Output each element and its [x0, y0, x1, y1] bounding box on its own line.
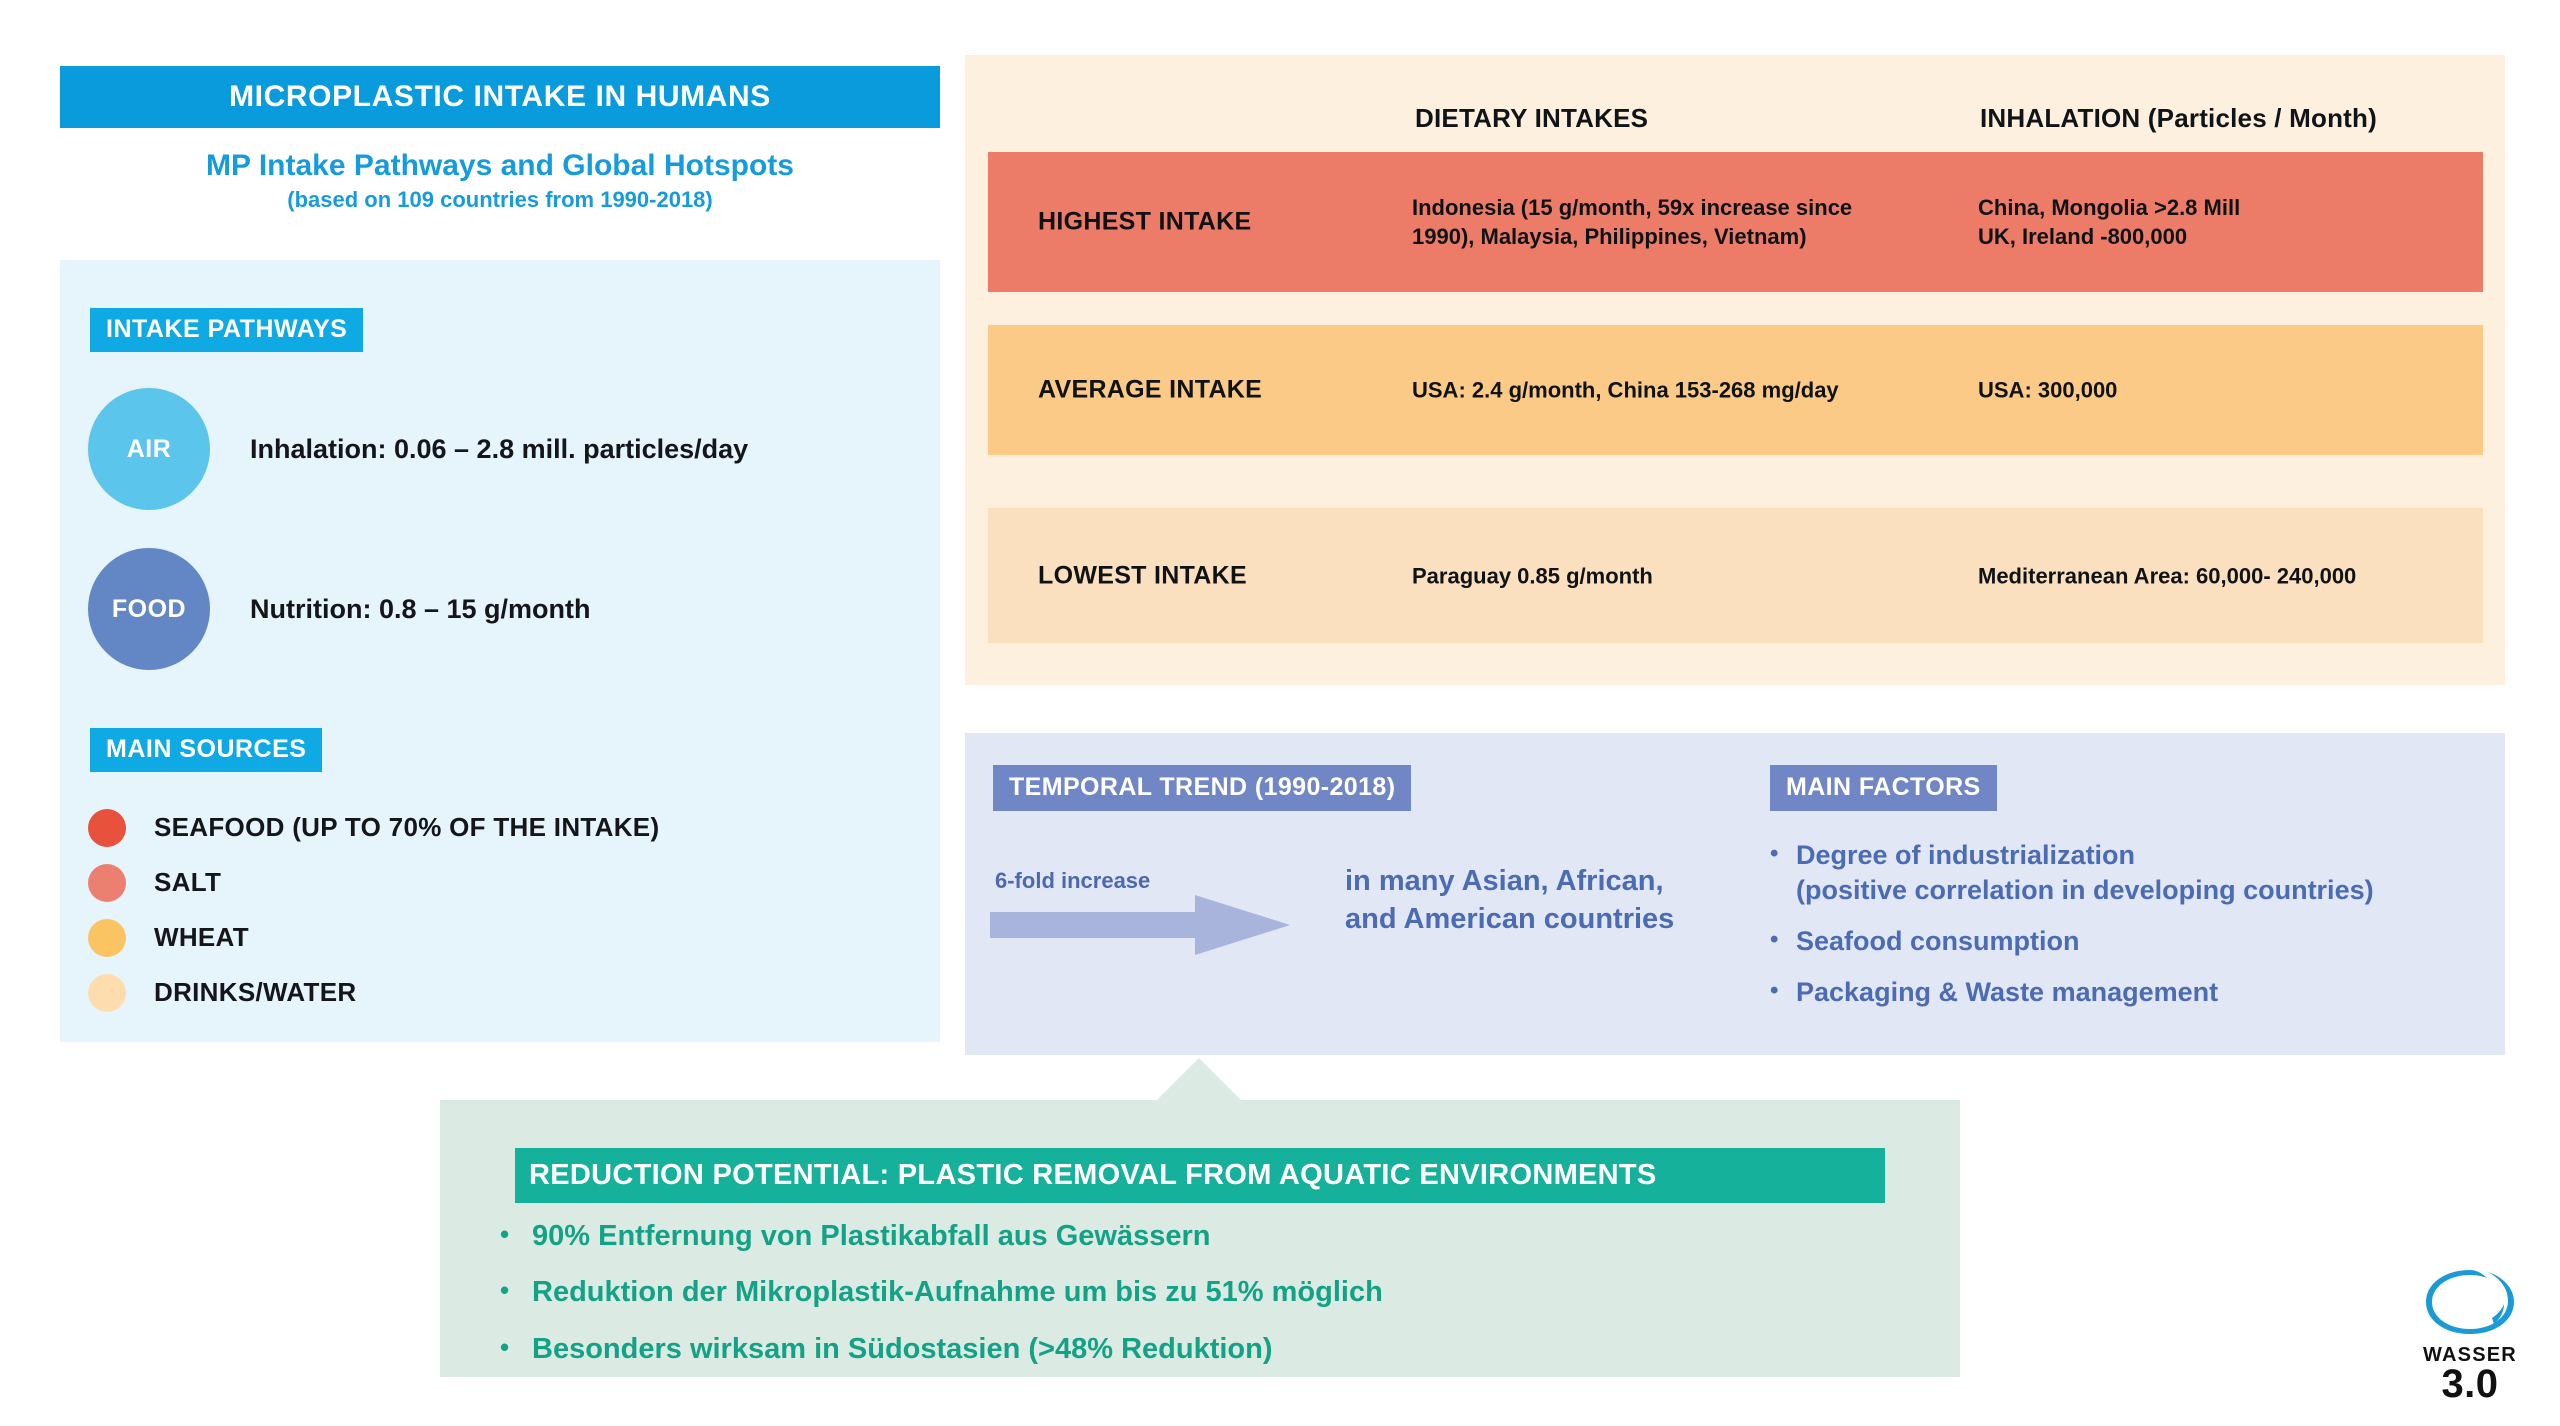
- source-label: SALT: [154, 867, 222, 897]
- factor-text: Seafood consumption: [1796, 926, 2080, 957]
- pathway-air: AIR Inhalation: 0.06 – 2.8 mill. particl…: [88, 388, 748, 510]
- pathway-air-text: Inhalation: 0.06 – 2.8 mill. particles/d…: [250, 433, 749, 464]
- source-label: DRINKS/WATER: [154, 977, 357, 1007]
- reduction-list: • 90% Entfernung von Plastikabfall aus G…: [500, 1218, 1900, 1387]
- list-item: • Seafood consumption: [1770, 924, 2490, 959]
- table-row: AVERAGE INTAKE USA: 2.4 g/month, China 1…: [988, 325, 2483, 455]
- source-label: SEAFOOD (UP TO 70% OF THE INTAKE): [154, 812, 660, 842]
- row-inhalation-value: China, Mongolia >2.8 Mill UK, Ireland -8…: [1978, 194, 2241, 249]
- list-item: SALT: [88, 855, 659, 910]
- trend-result-text: in many Asian, African, and American cou…: [1345, 865, 1675, 936]
- table-row: HIGHEST INTAKE Indonesia (15 g/month, 59…: [988, 152, 2483, 292]
- row-label: AVERAGE INTAKE: [1038, 375, 1263, 404]
- list-item: • Besonders wirksam in Südostasien (>48%…: [500, 1331, 1900, 1367]
- intake-pathways-tag: INTAKE PATHWAYS: [90, 308, 364, 352]
- row-dietary-value: USA: 2.4 g/month, China 153-268 mg/day: [1412, 377, 1839, 403]
- subtitle-note: (based on 109 countries from 1990-2018): [287, 187, 713, 213]
- logo-version: 3.0: [2441, 1362, 2499, 1406]
- pathway-food-text: Nutrition: 0.8 – 15 g/month: [250, 593, 591, 624]
- source-dot-icon: [88, 863, 126, 902]
- left-panel: [60, 260, 940, 1042]
- logo-wordmark: WASSER: [2423, 1344, 2517, 1366]
- list-item: • Packaging & Waste management: [1770, 975, 2490, 1010]
- main-factors-list: • Degree of industrialization (positive …: [1770, 838, 2490, 1026]
- reduction-text: Besonders wirksam in Südostasien (>48% R…: [532, 1332, 1273, 1365]
- bullet-icon: •: [1770, 926, 1779, 954]
- list-item: • 90% Entfernung von Plastikabfall aus G…: [500, 1218, 1900, 1254]
- source-dot-icon: [88, 918, 126, 957]
- reduction-heading: REDUCTION POTENTIAL: PLASTIC REMOVAL FRO…: [515, 1148, 1885, 1203]
- page-title: MICROPLASTIC INTAKE IN HUMANS: [60, 66, 940, 128]
- temporal-trend-tag: TEMPORAL TREND (1990-2018): [993, 765, 1412, 811]
- bullet-icon: •: [500, 1275, 510, 1306]
- bullet-icon: •: [1770, 840, 1779, 867]
- food-circle-icon: FOOD: [88, 548, 210, 670]
- row-label: HIGHEST INTAKE: [1038, 207, 1252, 236]
- wasser-ring-icon: [2426, 1270, 2514, 1334]
- main-factors-tag: MAIN FACTORS: [1770, 765, 1997, 811]
- reduction-text: 90% Entfernung von Plastikabfall aus Gew…: [532, 1220, 1211, 1252]
- fold-increase-label: 6-fold increase: [995, 868, 1151, 893]
- list-item: • Degree of industrialization (positive …: [1770, 838, 2490, 908]
- list-item: SEAFOOD (UP TO 70% OF THE INTAKE): [88, 800, 659, 855]
- source-dot-icon: [88, 973, 126, 1012]
- list-item: WHEAT: [88, 910, 659, 965]
- page-subtitle: MP Intake Pathways and Global Hotspots (…: [60, 148, 940, 213]
- list-item: DRINKS/WATER: [88, 965, 659, 1020]
- bullet-icon: •: [1770, 977, 1779, 1005]
- trend-arrow-icon: [990, 895, 1300, 955]
- column-header-inhalation: INHALATION (Particles / Month): [1980, 103, 2377, 133]
- row-dietary-value: Paraguay 0.85 g/month: [1412, 562, 1653, 588]
- bullet-icon: •: [500, 1219, 510, 1249]
- source-dot-icon: [88, 808, 126, 847]
- bullet-icon: •: [500, 1331, 510, 1362]
- source-label: WHEAT: [154, 922, 249, 952]
- factor-text: Degree of industrialization (positive co…: [1796, 840, 2374, 906]
- reduction-text: Reduktion der Mikroplastik-Aufnahme um b…: [532, 1276, 1383, 1309]
- pathway-food: FOOD Nutrition: 0.8 – 15 g/month: [88, 548, 591, 670]
- subtitle-main: MP Intake Pathways and Global Hotspots: [206, 149, 794, 182]
- table-row: LOWEST INTAKE Paraguay 0.85 g/month Medi…: [988, 508, 2483, 643]
- row-inhalation-value: USA: 300,000: [1978, 377, 2118, 403]
- list-item: • Reduktion der Mikroplastik-Aufnahme um…: [500, 1274, 1900, 1310]
- factor-text: Packaging & Waste management: [1796, 977, 2219, 1008]
- air-circle-icon: AIR: [88, 388, 210, 510]
- row-inhalation-value: Mediterranean Area: 60,000- 240,000: [1978, 562, 2357, 588]
- main-sources-tag: MAIN SOURCES: [90, 728, 323, 772]
- column-header-dietary: DIETARY INTAKES: [1415, 103, 1649, 133]
- wasser-logo: WASSER 3.0: [2400, 1262, 2540, 1412]
- row-label: LOWEST INTAKE: [1038, 561, 1247, 589]
- main-sources-list: SEAFOOD (UP TO 70% OF THE INTAKE) SALT W…: [88, 800, 659, 1020]
- reduction-panel: [440, 1100, 1960, 1377]
- green-panel-pointer-icon: [1155, 1058, 1243, 1102]
- row-dietary-value: Indonesia (15 g/month, 59x increase sinc…: [1412, 194, 1853, 249]
